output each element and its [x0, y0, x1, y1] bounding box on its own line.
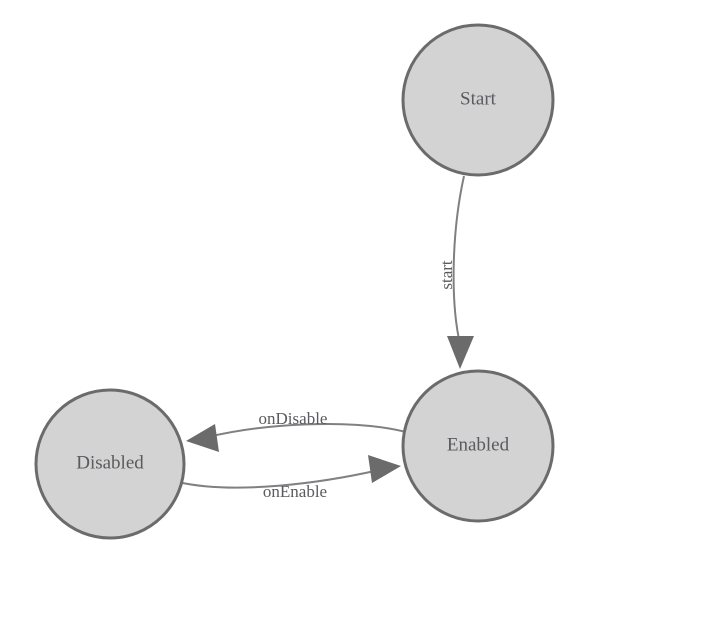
- arrowhead-icon: [447, 336, 474, 369]
- edge-disabled-to-enabled[interactable]: onEnable: [177, 455, 401, 501]
- node-disabled[interactable]: Disabled: [34, 388, 186, 540]
- edge-enabled-to-disabled[interactable]: onDisable: [186, 409, 407, 452]
- node-shape: [401, 369, 555, 523]
- node-shape: [401, 23, 555, 177]
- node-enabled[interactable]: Enabled: [401, 369, 555, 523]
- edge-label-start: start: [437, 260, 456, 290]
- edge-line: [452, 175, 465, 345]
- edge-label-onenable: onEnable: [263, 482, 327, 501]
- edge-line: [207, 422, 407, 438]
- node-shape: [34, 388, 186, 540]
- arrowhead-icon: [368, 455, 401, 483]
- node-start[interactable]: Start: [401, 23, 555, 177]
- node-label-enabled: Enabled: [447, 434, 510, 455]
- edge-line: [177, 469, 380, 489]
- arrowhead-icon: [186, 424, 219, 452]
- edge-label-ondisable: onDisable: [259, 409, 328, 428]
- node-label-disabled: Disabled: [76, 452, 144, 473]
- node-label-start: Start: [460, 88, 497, 109]
- edge-start-to-enabled[interactable]: start: [437, 175, 474, 369]
